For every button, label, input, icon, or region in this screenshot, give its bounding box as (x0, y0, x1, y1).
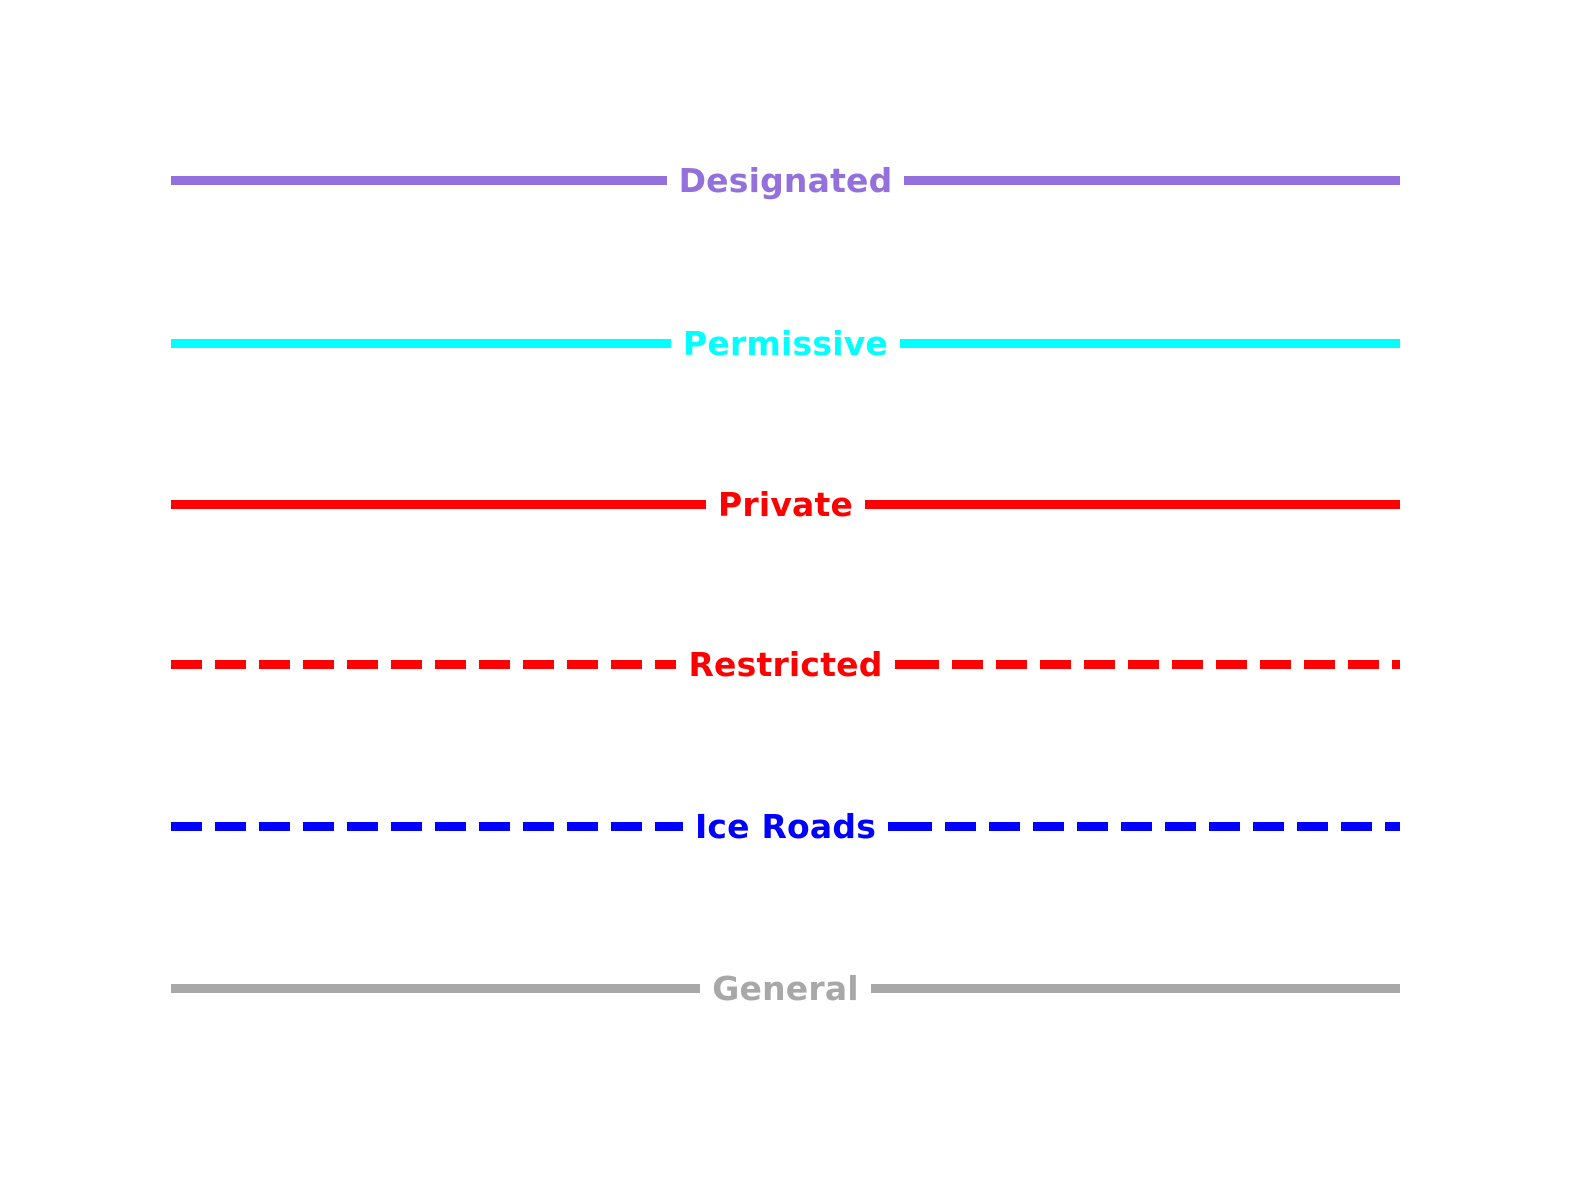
legend-row-permissive: Permissive (171, 313, 1400, 373)
legend-label-restricted: Restricted (688, 644, 883, 684)
line-sample-left-private (171, 499, 706, 509)
legend-row-designated: Designated (171, 150, 1400, 210)
legend-label-ice-roads: Ice Roads (694, 806, 877, 846)
line-sample-left-ice-roads (171, 821, 683, 831)
legend-label-designated: Designated (678, 160, 893, 200)
line-sample-right-general (870, 983, 1401, 993)
line-sample-right-private (865, 499, 1400, 509)
line-sample-left-general (171, 983, 701, 993)
line-sample-left-permissive (171, 338, 671, 348)
line-sample-right-ice-roads (888, 821, 1400, 831)
legend-row-private: Private (171, 474, 1400, 534)
legend-label-general: General (712, 968, 859, 1008)
line-sample-left-designated (171, 175, 667, 185)
legend-row-ice-roads: Ice Roads (171, 796, 1400, 856)
legend-label-permissive: Permissive (682, 323, 889, 363)
line-sample-right-designated (904, 175, 1400, 185)
legend-row-general: General (171, 958, 1401, 1018)
line-sample-right-restricted (894, 659, 1401, 669)
legend-row-restricted: Restricted (171, 634, 1401, 694)
line-sample-left-restricted (171, 659, 677, 669)
legend-label-private: Private (717, 484, 854, 524)
line-sample-right-permissive (900, 338, 1400, 348)
